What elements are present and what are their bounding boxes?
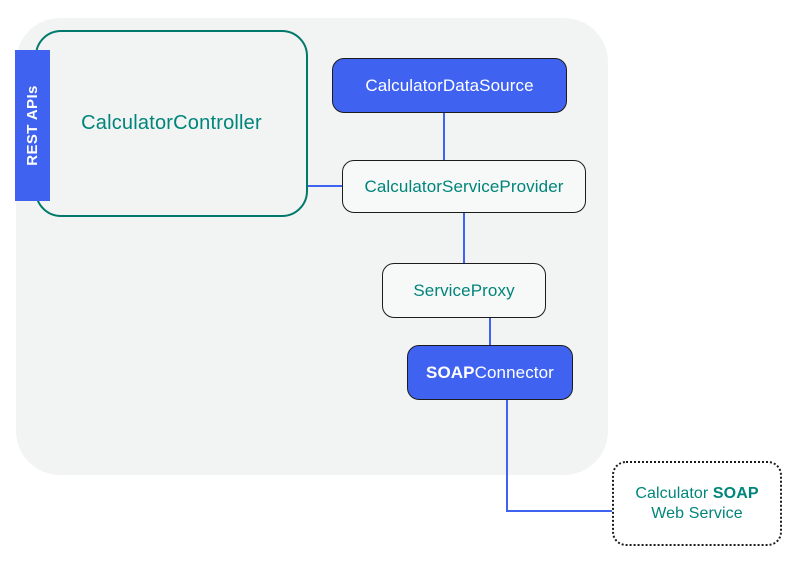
- web-service-label-line2: Web Service: [651, 504, 743, 522]
- node-calculator-data-source-label: CalculatorDataSource: [365, 75, 534, 95]
- node-calculator-soap-web-service[interactable]: Calculator SOAP Web Service: [612, 461, 782, 546]
- node-calculator-service-provider-label: CalculatorServiceProvider: [364, 176, 564, 196]
- node-calculator-controller[interactable]: CalculatorController: [35, 30, 308, 217]
- node-service-proxy-label: ServiceProxy: [413, 280, 515, 300]
- connector-datasource-to-serviceprovider: [443, 112, 445, 161]
- node-calculator-soap-web-service-label: Calculator SOAP Web Service: [635, 484, 758, 524]
- connector-serviceproxy-to-soapconnector: [489, 317, 491, 346]
- connector-soapconnector-to-webservice-vertical: [506, 399, 508, 512]
- connector-controller-to-serviceprovider: [307, 185, 343, 187]
- web-service-label-line1-prefix: Calculator: [635, 484, 713, 502]
- node-calculator-service-provider[interactable]: CalculatorServiceProvider: [342, 160, 586, 213]
- rest-apis-tag-label: REST APIs: [24, 85, 42, 166]
- web-service-label-line1: Calculator SOAP: [635, 484, 758, 504]
- rest-apis-tag: REST APIs: [15, 50, 50, 201]
- connector-soapconnector-to-webservice-horizontal: [506, 510, 613, 512]
- node-soap-connector-label-rest: Connector: [474, 362, 554, 382]
- connector-serviceprovider-to-serviceproxy: [463, 212, 465, 264]
- node-service-proxy[interactable]: ServiceProxy: [382, 263, 546, 318]
- node-calculator-data-source[interactable]: CalculatorDataSource: [332, 58, 567, 113]
- web-service-label-line1-bold: SOAP: [712, 484, 759, 502]
- node-soap-connector-label-bold: SOAP: [426, 362, 475, 382]
- node-calculator-controller-label: CalculatorController: [81, 112, 262, 134]
- node-soap-connector-label: SOAPConnector: [426, 362, 554, 383]
- node-soap-connector[interactable]: SOAPConnector: [407, 345, 573, 400]
